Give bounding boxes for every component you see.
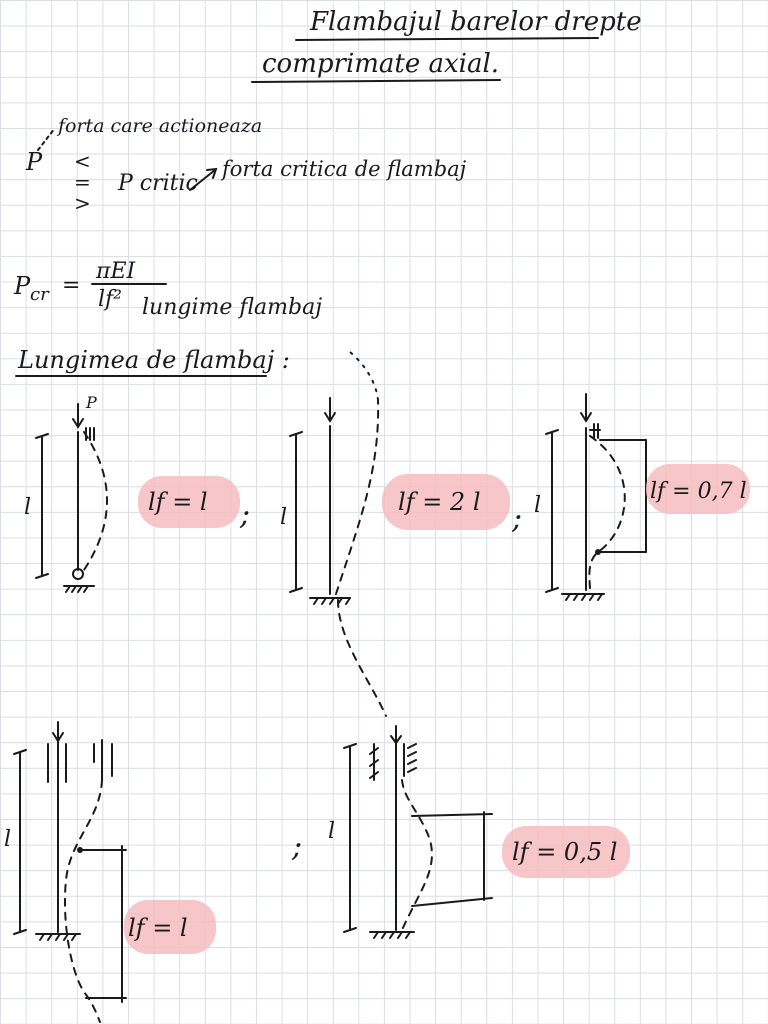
case-1-separator: ; (239, 497, 250, 532)
formula-equals: = (62, 273, 80, 298)
case-5-length: l (328, 819, 335, 844)
definitions-block: P forta care actioneaza < = > P critic f… (25, 115, 467, 215)
case-2-length: l (280, 505, 287, 530)
dimension-tick (289, 587, 303, 593)
critical-arrow-line (189, 169, 216, 191)
critical-note: forta critica de flambaj (220, 157, 467, 181)
dimension-tick (35, 573, 49, 579)
less-than-symbol: < (74, 149, 91, 173)
guide-support-icon (47, 743, 67, 783)
dimension-tick (545, 587, 559, 593)
left-clamp-icon (369, 743, 379, 781)
dimension-tick (13, 749, 27, 755)
title-block: Flambajul barelor drepte comprimate axia… (251, 7, 642, 83)
case-5-label: lf = 0,5 l (512, 838, 617, 866)
critical-load-formula: P cr = πEI lf² lungime flambaj (13, 259, 322, 320)
formula-lhs-subscript: cr (30, 284, 50, 305)
dimension-tick (289, 431, 303, 437)
title-line-2: comprimate axial. (262, 49, 499, 79)
critical-arrow-head (206, 167, 218, 179)
mirrored-buckled-shape (337, 599, 387, 717)
case-2-highlight (382, 474, 510, 530)
dimension-tick (343, 927, 357, 933)
ground-hatch (373, 931, 411, 939)
dimension-tick (343, 743, 357, 749)
load-arrow-icon (52, 721, 64, 743)
greater-than-symbol: > (74, 191, 91, 215)
equals-symbol: = (74, 170, 91, 194)
right-clamp-icon (403, 743, 417, 777)
p-symbol: P (25, 148, 43, 176)
case-4-fixed-guided: l lf = l ; (4, 721, 302, 1023)
case-1-pinned-pinned: l P lf = l ; (24, 393, 250, 593)
section-heading: Lungimea de flambaj : (15, 346, 290, 377)
formula-lhs: P (13, 272, 31, 300)
case-3-highlight (646, 464, 750, 514)
formula-note: lungime flambaj (142, 295, 322, 320)
case-3-label: lf = 0,7 l (650, 479, 747, 504)
case-3-length: l (534, 493, 541, 518)
load-arrow-icon (324, 397, 336, 423)
case-3-fixed-pinned: l lf = 0,7 l (534, 393, 750, 601)
title-line-1: Flambajul barelor drepte (309, 7, 642, 37)
case-1-load-label: P (85, 393, 97, 412)
force-pointer (37, 127, 56, 151)
dimension-extension (411, 813, 493, 817)
buckled-shape (401, 779, 433, 931)
case-1-label: lf = l (148, 488, 208, 516)
guide-support-icon (85, 427, 95, 441)
dimension-tick (35, 433, 49, 439)
case-5-fixed-fixed: l lf = 0,5 l (328, 725, 630, 939)
title-underline-2 (251, 79, 501, 83)
ground-hatch (313, 597, 351, 605)
case-4-label: lf = l (128, 914, 188, 942)
section-heading-text: Lungimea de flambaj : (17, 346, 290, 374)
load-arrow-icon (72, 403, 84, 429)
ground-hatch (39, 933, 77, 941)
case-4-length: l (4, 827, 11, 852)
case-4-separator: ; (291, 829, 302, 864)
dimension-tick (545, 429, 559, 435)
inflection-point (595, 549, 601, 555)
buckled-shape (588, 435, 626, 591)
formula-denominator: lf² (98, 287, 122, 312)
guide-support-icon (589, 423, 601, 439)
dimension-tick (13, 929, 27, 935)
formula-numerator: πEI (95, 259, 137, 284)
load-arrow-icon (390, 725, 402, 745)
case-2-cantilever: l lf = 2 l ; (280, 351, 522, 717)
ground-hatch (565, 593, 603, 601)
title-underline-1 (295, 37, 599, 41)
dimension-extension (411, 897, 493, 907)
case-1-length: l (24, 495, 31, 520)
ground-hatch (65, 585, 89, 593)
pin-support-icon (72, 568, 84, 580)
case-1-highlight (138, 476, 240, 528)
buckled-shape (335, 399, 380, 595)
p-critic-label: P critic (117, 171, 198, 196)
case-4-highlight (124, 900, 216, 954)
mirrored-guide-icon (93, 739, 113, 781)
inflection-point (77, 847, 83, 853)
load-arrow-icon (580, 393, 592, 423)
case-5-highlight (502, 826, 630, 878)
buckled-shape (83, 431, 108, 571)
buckled-shape-continuation (349, 351, 379, 401)
force-note: forta care actioneaza (56, 115, 262, 137)
case-2-label: lf = 2 l (398, 488, 481, 516)
case-2-separator: ; (511, 501, 522, 536)
buckled-shape (63, 779, 103, 1023)
